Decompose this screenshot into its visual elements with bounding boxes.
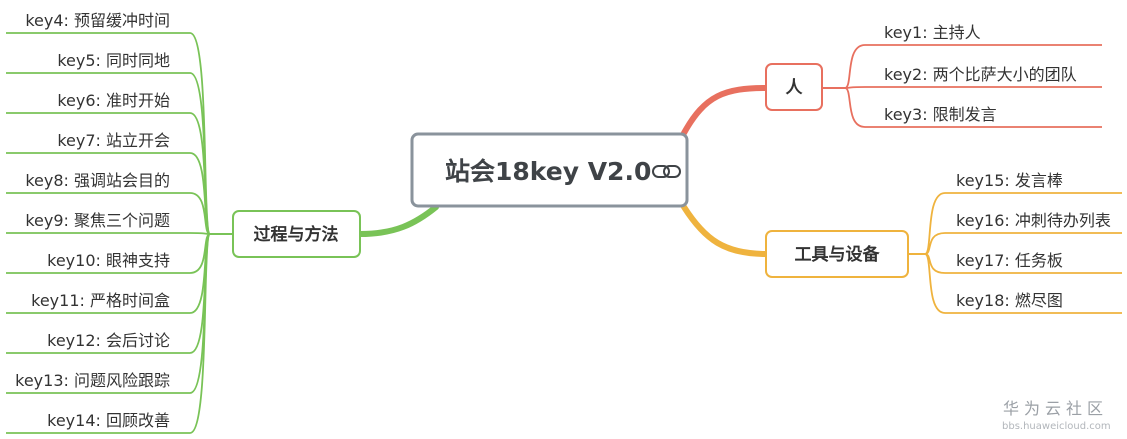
leaf-tools-1[interactable]: key16: 冲刺待办列表 xyxy=(956,211,1111,230)
leaf-tools-2[interactable]: key17: 任务板 xyxy=(956,251,1063,270)
leaf-connector-people-1 xyxy=(844,86,1102,89)
watermark: 华为云社区 bbs.huaweicloud.com xyxy=(1002,399,1111,432)
leaf-connector-people-0 xyxy=(844,44,1102,89)
leaf-people-1[interactable]: key2: 两个比萨大小的团队 xyxy=(884,65,1077,84)
leaf-connector-tools-3 xyxy=(924,253,1122,314)
central-title: 站会18key V2.0 xyxy=(445,157,651,186)
central-topic[interactable]: 站会18key V2.0 xyxy=(410,132,689,208)
leaf-process-5[interactable]: key9: 聚焦三个问题 xyxy=(25,211,170,230)
leaf-connector-process-10 xyxy=(6,233,211,434)
leaf-process-3[interactable]: key7: 站立开会 xyxy=(57,131,170,150)
branch-tools-label: 工具与设备 xyxy=(795,244,881,265)
leaf-connector-people-2 xyxy=(844,87,1102,128)
watermark-sub: bbs.huaweicloud.com xyxy=(1002,421,1111,432)
leaf-labels: key1: 主持人 key2: 两个比萨大小的团队 key3: 限制发言 key15:… xyxy=(15,11,1111,430)
leaf-process-7[interactable]: key11: 严格时间盒 xyxy=(31,291,170,310)
leaf-process-6[interactable]: key10: 眼神支持 xyxy=(47,251,170,270)
watermark-main: 华为云社区 xyxy=(1003,399,1108,418)
leaf-process-8[interactable]: key12: 会后讨论 xyxy=(47,331,170,350)
leaf-connectors xyxy=(6,32,1122,434)
leaf-people-2[interactable]: key3: 限制发言 xyxy=(884,105,997,124)
connector-process xyxy=(357,204,439,237)
connector-tools xyxy=(681,204,769,257)
connector-people xyxy=(681,85,769,136)
leaf-process-9[interactable]: key13: 问题风险跟踪 xyxy=(15,371,170,390)
leaf-connector-process-4 xyxy=(6,192,211,235)
branch-process-label: 过程与方法 xyxy=(254,224,339,245)
leaf-people-0[interactable]: key1: 主持人 xyxy=(884,23,981,42)
branch-tools[interactable]: 工具与设备 xyxy=(765,230,909,278)
leaf-process-4[interactable]: key8: 强调站会目的 xyxy=(25,171,170,190)
leaf-process-10[interactable]: key14: 回顾改善 xyxy=(47,411,170,430)
leaf-process-1[interactable]: key5: 同时同地 xyxy=(57,51,170,70)
branch-process[interactable]: 过程与方法 xyxy=(232,210,361,258)
leaf-tools-3[interactable]: key18: 燃尽图 xyxy=(956,291,1063,310)
branch-people-label: 人 xyxy=(786,78,804,98)
leaf-process-0[interactable]: key4: 预留缓冲时间 xyxy=(25,11,170,30)
link-icon[interactable] xyxy=(652,165,681,178)
branch-people[interactable]: 人 xyxy=(765,63,823,111)
leaf-process-2[interactable]: key6: 准时开始 xyxy=(57,91,170,110)
leaf-connector-tools-1 xyxy=(924,232,1122,255)
leaf-connector-process-5 xyxy=(6,232,211,235)
leaf-tools-0[interactable]: key15: 发言棒 xyxy=(956,171,1063,190)
